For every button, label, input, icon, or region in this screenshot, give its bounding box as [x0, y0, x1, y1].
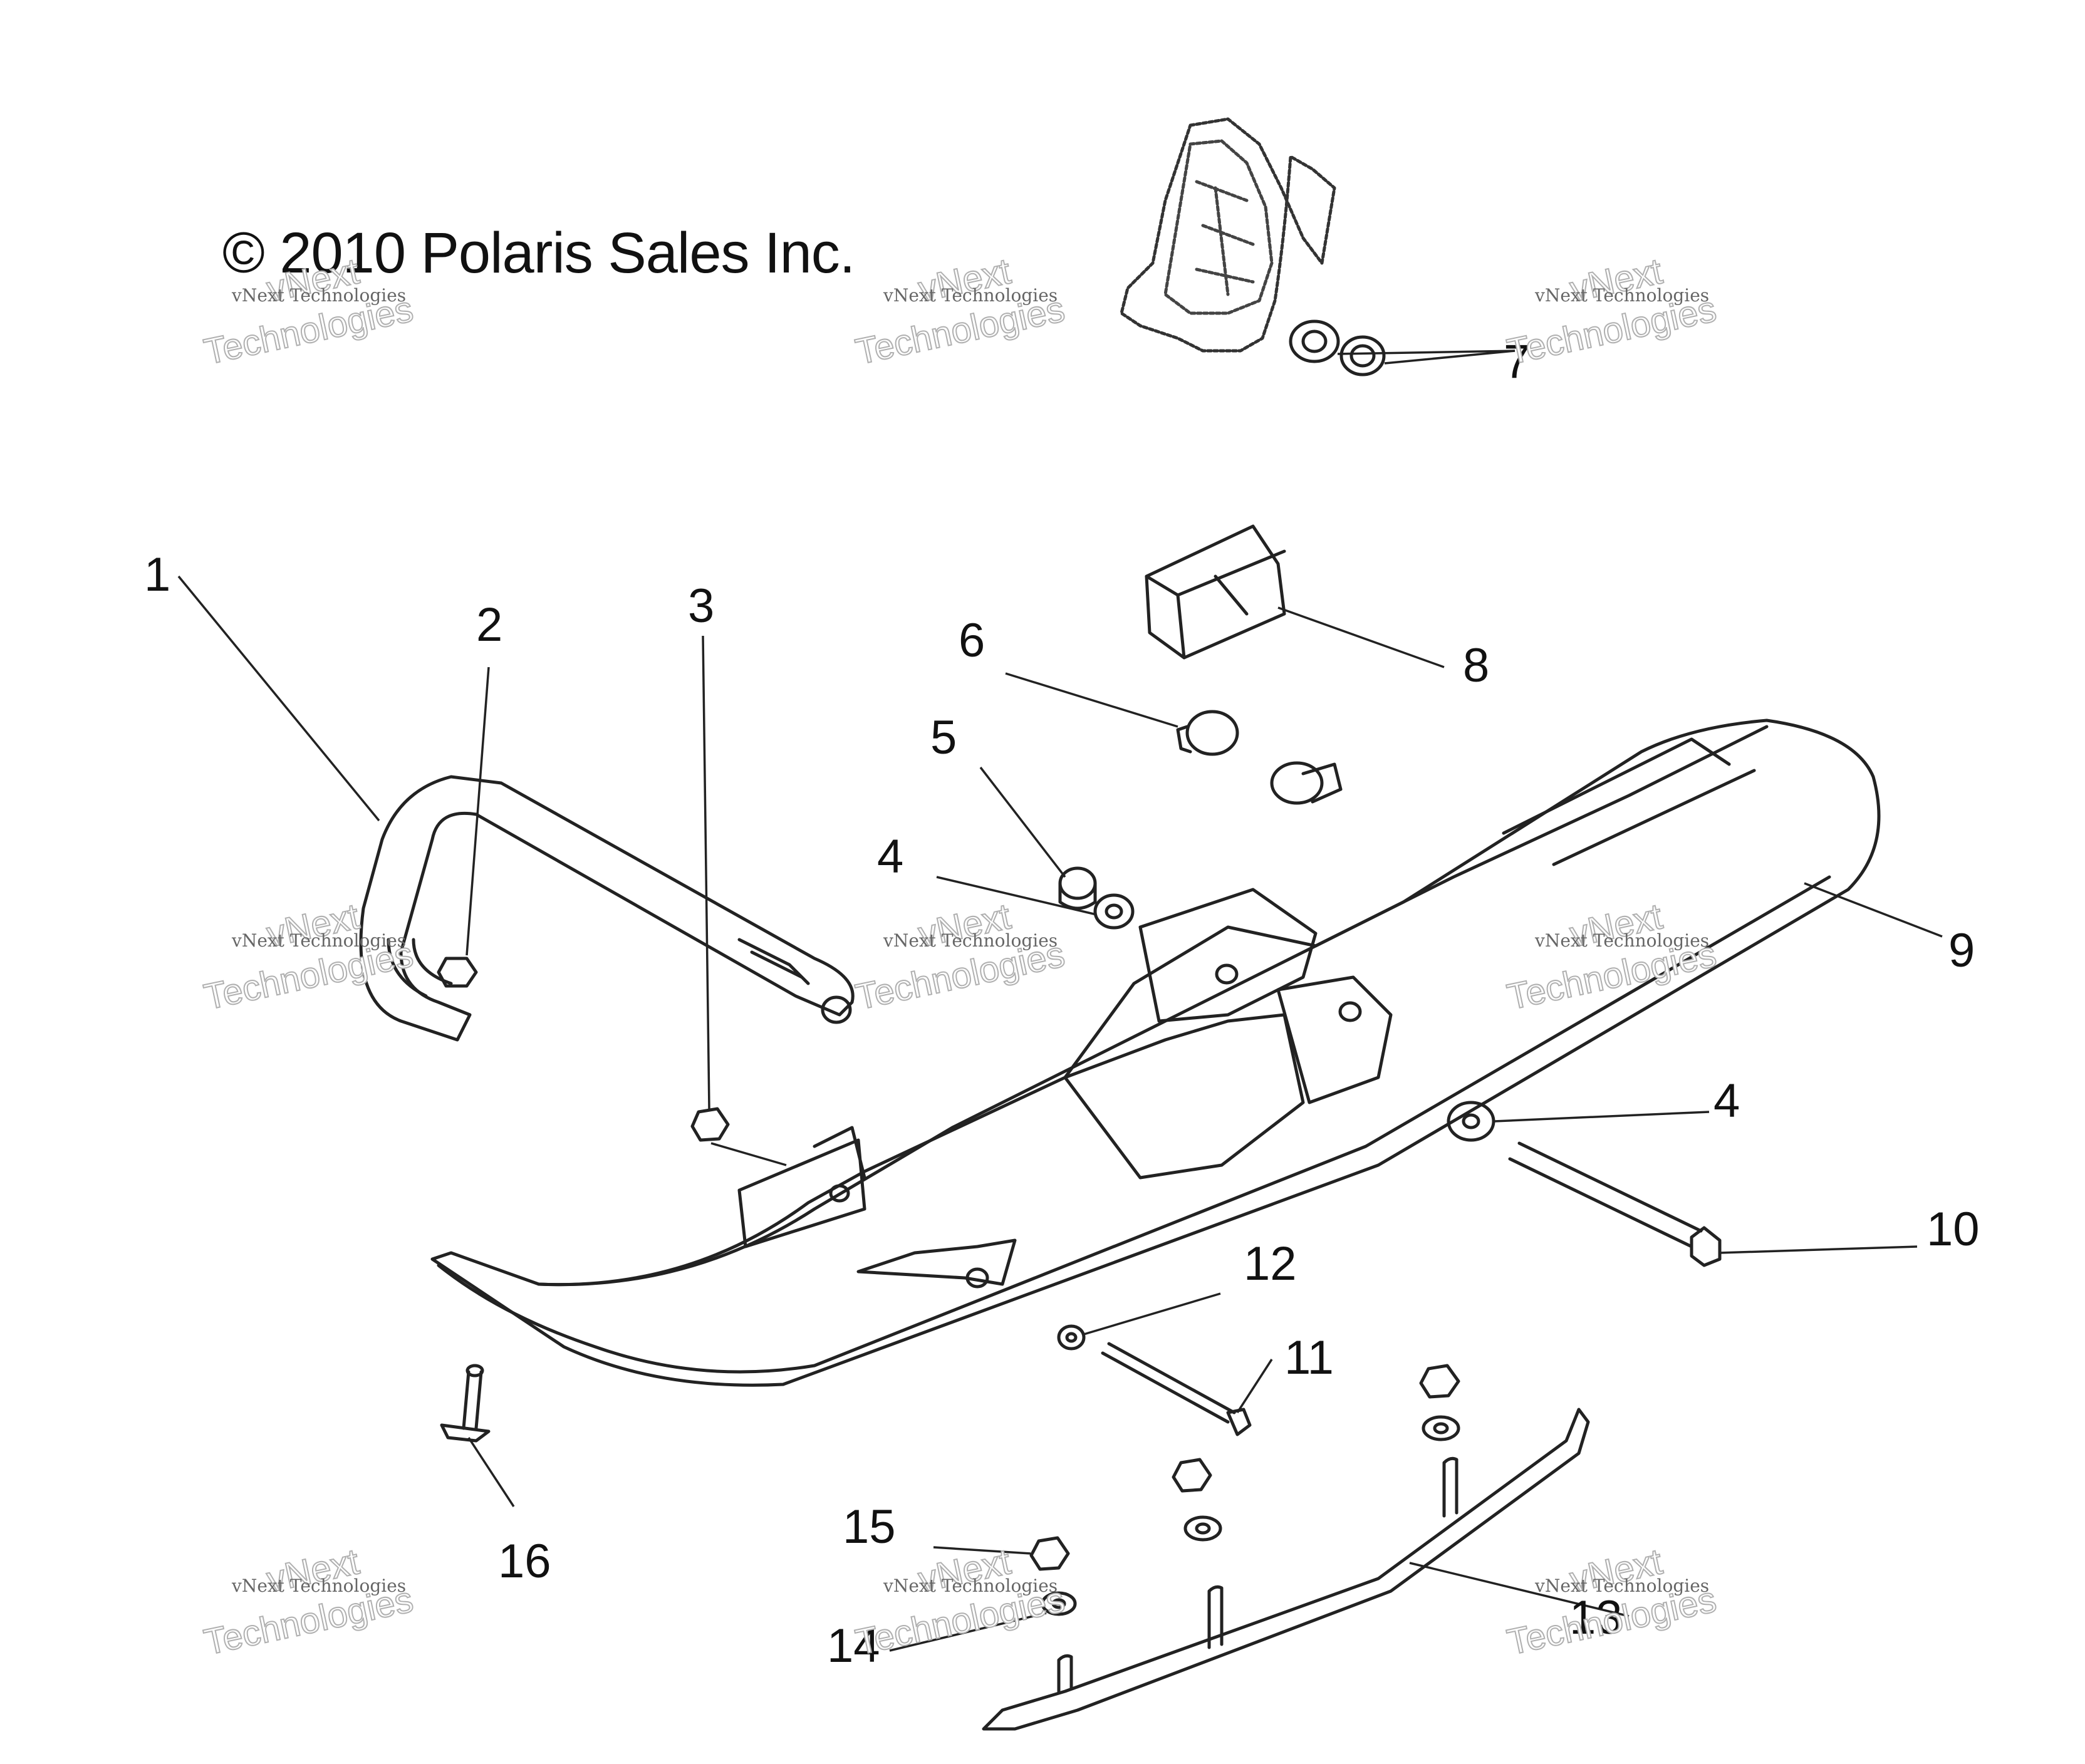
- runner-nuts: [1029, 1364, 1460, 1616]
- spacer-block: [1145, 524, 1286, 660]
- callout-1: 1: [144, 548, 171, 601]
- copyright-notice: © 2010 Polaris Sales Inc.: [222, 221, 855, 285]
- callout-12: 12: [1244, 1237, 1297, 1290]
- ski-loop-handle: [359, 775, 855, 1042]
- front-bolt: [440, 1364, 491, 1443]
- ski-body: [430, 719, 1881, 1387]
- small-washer: [1057, 1324, 1086, 1351]
- bushing-pair: [1289, 319, 1386, 376]
- callout-14: 14: [827, 1619, 880, 1673]
- handle-nut: [437, 957, 478, 988]
- callout-15: 15: [843, 1500, 896, 1554]
- nut-and-washer: [1058, 866, 1135, 930]
- callout-5: 5: [930, 711, 957, 764]
- callout-7: 7: [1504, 335, 1531, 388]
- callout-10: 10: [1926, 1203, 1980, 1256]
- spindle-bracket: [1120, 117, 1336, 353]
- pivot-bolts: [1176, 710, 1343, 805]
- callout-16: 16: [498, 1535, 551, 1588]
- short-bolt: [1101, 1342, 1252, 1436]
- callout-2: 2: [476, 598, 503, 651]
- callout-13: 13: [1569, 1591, 1623, 1644]
- carbide-runner: [982, 1408, 1590, 1731]
- callout-8: 8: [1463, 639, 1490, 692]
- callout-4-lower: 4: [1713, 1074, 1740, 1128]
- long-bolt: [1508, 1141, 1722, 1267]
- callout-11: 11: [1284, 1331, 1334, 1384]
- rear-nut: [690, 1107, 730, 1142]
- callout-3: 3: [688, 579, 715, 633]
- callout-6: 6: [959, 614, 985, 667]
- callout-9: 9: [1948, 924, 1975, 977]
- callout-4-upper: 4: [877, 830, 904, 883]
- leader-lines: [177, 350, 1943, 1652]
- lower-washer: [1447, 1101, 1495, 1142]
